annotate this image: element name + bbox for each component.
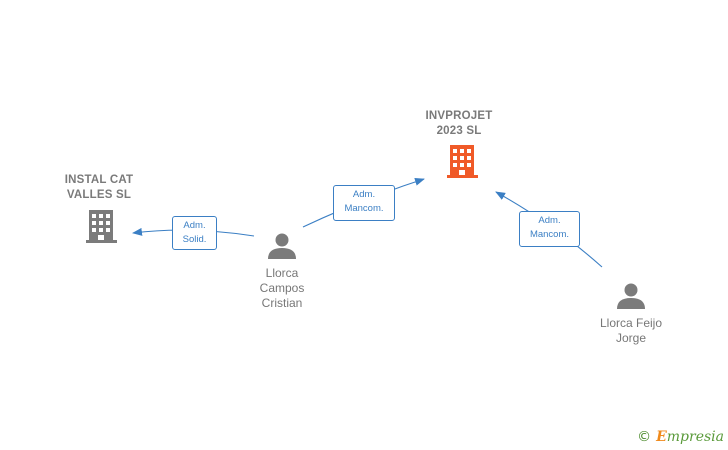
person-name-line: Campos [259, 281, 305, 295]
edge-label-adm-mancom-campos[interactable]: Adm. Mancom. [333, 185, 395, 221]
person-name-line: Jorge [615, 331, 647, 345]
edge-label-line: Mancom. [529, 229, 570, 240]
edge-label-adm-solid[interactable]: Adm. Solid. [172, 216, 217, 250]
person-name-feijo[interactable]: Llorca Feijo Jorge [583, 316, 679, 346]
brand-e: E [656, 429, 667, 445]
person-name-campos[interactable]: Llorca Campos Cristian [238, 266, 326, 311]
person-name-line: Llorca [265, 266, 299, 280]
person-icon-feijo[interactable] [617, 283, 645, 310]
person-icon-campos[interactable] [268, 233, 296, 260]
company-name-line: 2023 SL [436, 125, 482, 137]
edge-label-adm-mancom-feijo[interactable]: Adm. Mancom. [519, 211, 580, 247]
person-name-line: Llorca Feijo [599, 316, 663, 330]
edge-label-line: Adm. [352, 189, 376, 200]
building-icon-instal[interactable] [86, 210, 117, 243]
edge-label-line: Adm. [538, 215, 561, 226]
building-icon-invprojet[interactable] [447, 145, 478, 178]
company-name-invprojet[interactable]: INVPROJET 2023 SL [408, 109, 510, 139]
person-name-line: Cristian [261, 296, 303, 310]
edge-label-line: Adm. [183, 220, 206, 231]
brand-name: mpresia [666, 429, 724, 445]
brand-logo: ©Empresia [637, 429, 724, 445]
company-name-instal[interactable]: INSTAL CAT VALLES SL [48, 173, 150, 203]
company-name-line: INVPROJET [425, 110, 493, 122]
company-name-line: VALLES SL [66, 189, 132, 201]
copyright-icon: © [637, 429, 652, 445]
edge-label-line: Solid. [182, 234, 207, 245]
edge-label-line: Mancom. [344, 203, 384, 214]
company-name-line: INSTAL CAT [64, 174, 134, 186]
